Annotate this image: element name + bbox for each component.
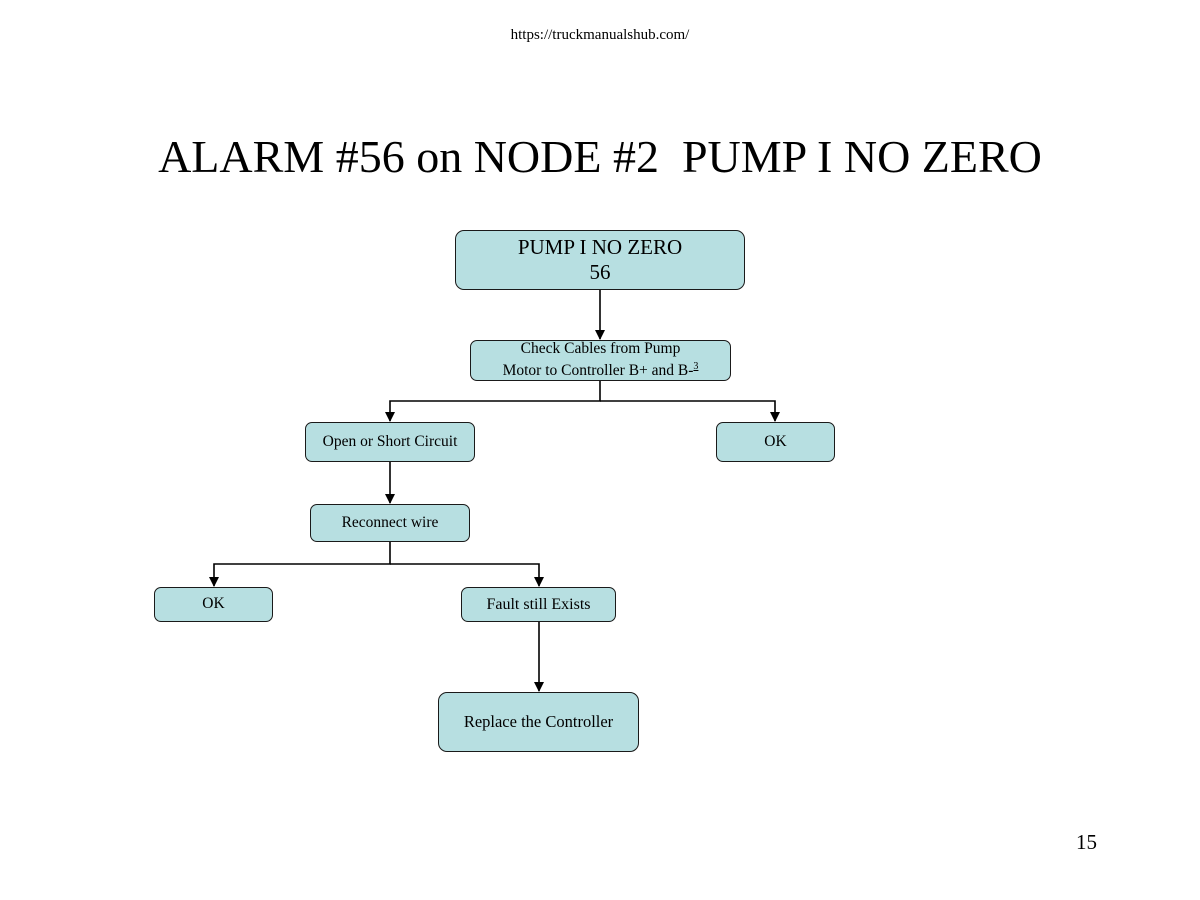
- node-check-cables-line2: Motor to Controller B+ and B-3: [503, 360, 699, 382]
- node-open-or-short-circuit: Open or Short Circuit: [305, 422, 475, 462]
- footnote-marker: 3: [693, 360, 699, 372]
- node-ok-reconnected: OK: [154, 587, 273, 622]
- node-open-or-short-circuit-label: Open or Short Circuit: [322, 432, 458, 450]
- node-replace-controller: Replace the Controller: [438, 692, 639, 752]
- node-pump-i-no-zero-label: PUMP I NO ZERO: [517, 234, 683, 259]
- source-url: https://truckmanualshub.com/: [510, 27, 690, 43]
- node-alarm-code: 56: [589, 260, 611, 284]
- node-reconnect-wire: Reconnect wire: [310, 504, 470, 542]
- node-fault-still-exists-label: Fault still Exists: [486, 595, 591, 613]
- node-ok-reconnected-label: OK: [202, 595, 225, 613]
- node-ok-cables: OK: [716, 422, 835, 462]
- node-fault-still-exists: Fault still Exists: [461, 587, 616, 622]
- connector-check-split: [385, 381, 601, 422]
- page-number: 15: [1076, 830, 1097, 854]
- node-pump-i-no-zero: PUMP I NO ZERO 56: [455, 230, 745, 290]
- connector-reconnect-to-fault: [390, 563, 544, 587]
- node-ok-cables-label: OK: [764, 432, 787, 450]
- node-check-cables-line1: Check Cables from Pump: [520, 340, 681, 357]
- slide-title: ALARM #56 on NODE #2 PUMP I NO ZERO: [158, 131, 1042, 182]
- node-check-cables-line2-text: Motor to Controller B+ and B-: [502, 362, 694, 380]
- node-check-cables: Check Cables from Pump Motor to Controll…: [470, 340, 731, 381]
- connector-check-to-ok: [600, 400, 780, 422]
- node-reconnect-wire-label: Reconnect wire: [341, 513, 439, 531]
- node-replace-controller-label: Replace the Controller: [463, 712, 614, 732]
- connector-reconnect-split: [209, 542, 391, 587]
